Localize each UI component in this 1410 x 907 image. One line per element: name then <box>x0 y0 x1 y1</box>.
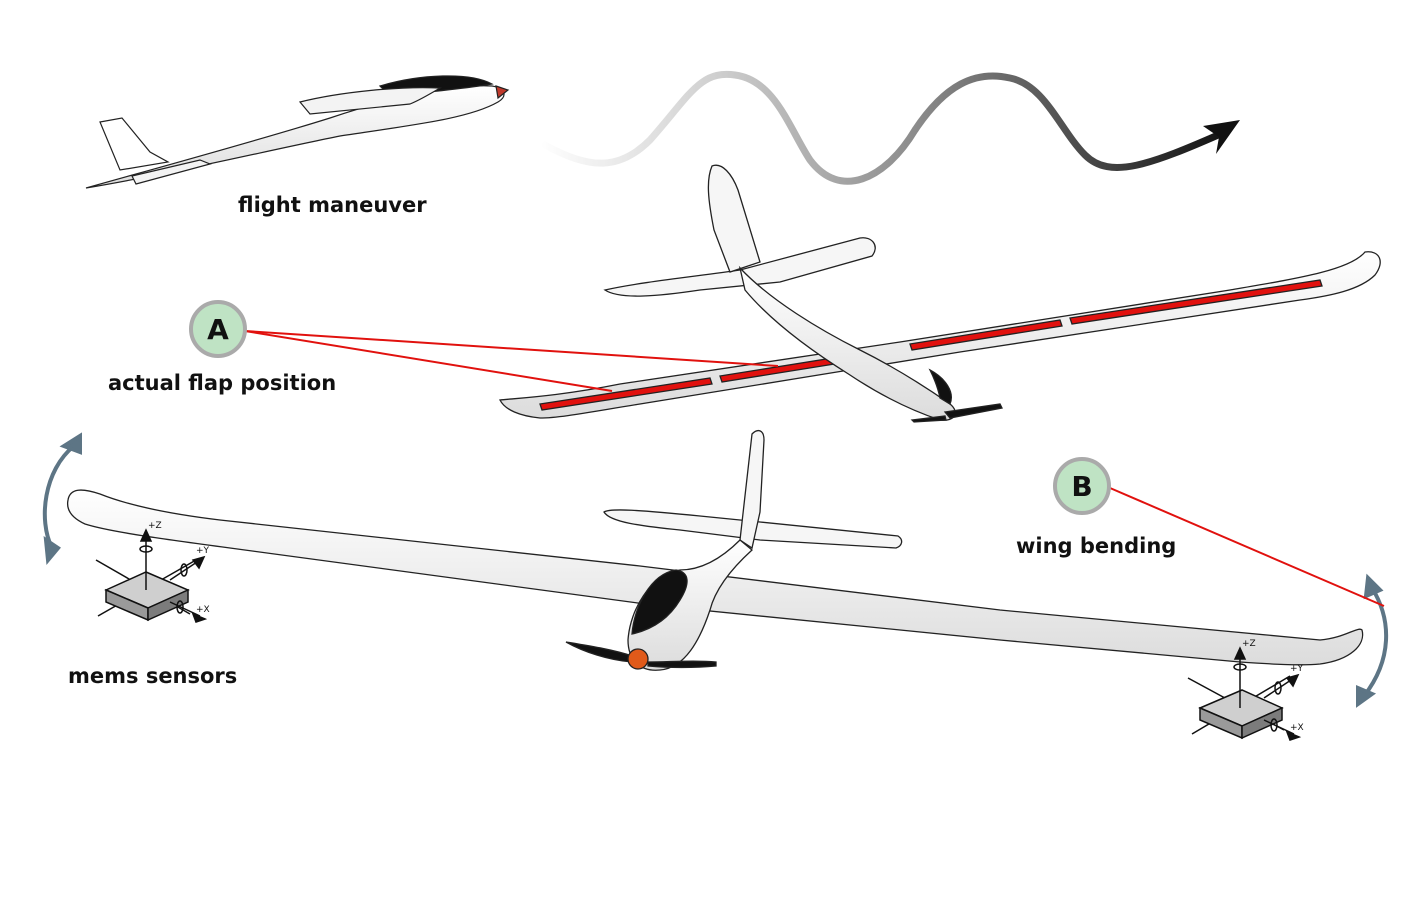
flap-indicator-lines <box>244 330 779 392</box>
mems-sensor-right-icon <box>1187 646 1302 741</box>
badge-b: B <box>1053 457 1111 515</box>
flight-path-wave <box>541 70 1240 185</box>
left-sensor-y-label: +Y <box>196 546 210 556</box>
right-sensor-x-label: +X <box>1290 723 1304 733</box>
flap-glider-icon <box>498 164 1381 423</box>
badge-a: A <box>189 300 247 358</box>
bend-arrow-right-icon <box>1356 573 1389 708</box>
small-glider-icon <box>85 75 510 189</box>
mems-sensors-label: mems sensors <box>68 664 237 688</box>
bend-arrow-left-icon <box>42 432 82 565</box>
bending-glider-icon <box>66 429 1364 671</box>
arrowhead-icon <box>1203 120 1240 154</box>
bending-indicator-line <box>1109 487 1385 607</box>
right-sensor-y-label: +Y <box>1290 664 1304 674</box>
badge-a-letter: A <box>207 313 229 346</box>
left-sensor-z-label: +Z <box>148 521 162 531</box>
flight-maneuver-label: flight maneuver <box>238 193 427 217</box>
badge-b-letter: B <box>1071 470 1092 503</box>
mems-sensor-left-icon <box>95 528 208 623</box>
right-sensor-z-label: +Z <box>1242 639 1256 649</box>
wing-bending-label: wing bending <box>1016 534 1176 558</box>
left-sensor-x-label: +X <box>196 605 210 615</box>
actual-flap-position-label: actual flap position <box>108 371 336 395</box>
